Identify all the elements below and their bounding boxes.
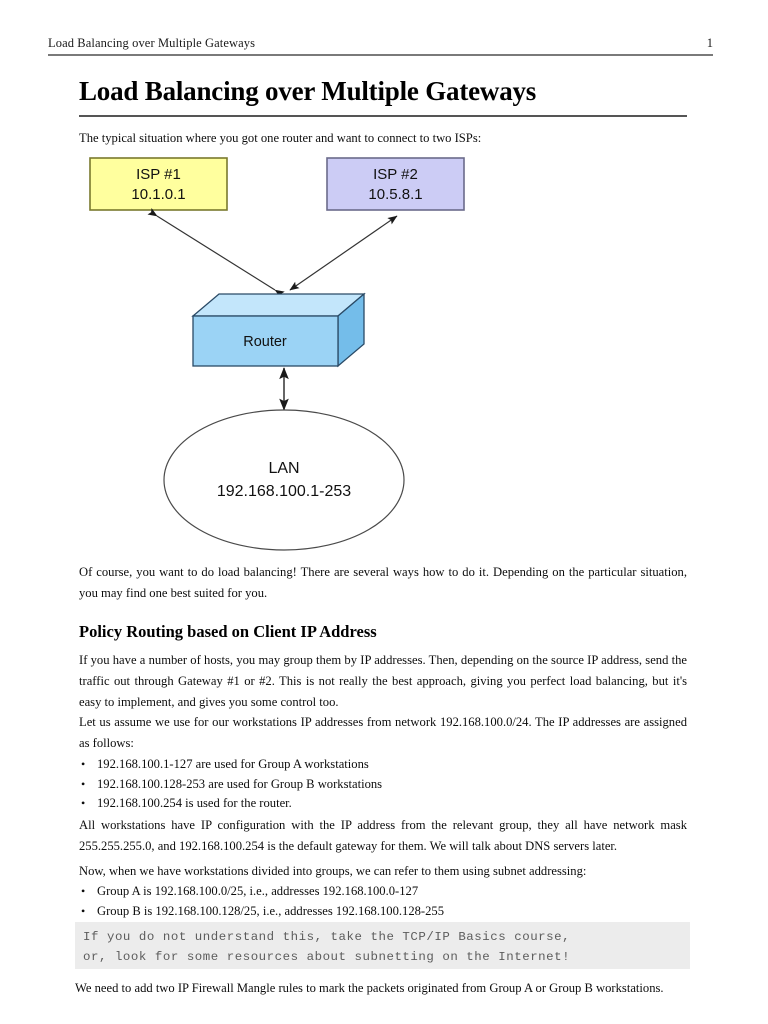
lan-node: LAN 192.168.100.1-253 [163,409,405,551]
title-divider [79,115,687,117]
address-group-item-label: 192.168.100.1-127 are used for Group A w… [97,757,369,771]
address-group-item-label: 192.168.100.128-253 are used for Group B… [97,776,383,791]
arrow-router-isp1 [147,208,285,299]
svg-text:LAN: LAN [268,460,299,477]
isp2-node: ISP #2 10.5.8.1 [326,157,465,211]
bullet-dot-icon: • [81,884,86,898]
svg-text:ISP #2: ISP #2 [373,166,418,183]
paragraph-of-course: Of course, you want to do load balancing… [79,565,687,600]
note-code-line-2: or, look for some resources about subnet… [83,950,571,964]
paragraph-all-workstations: All workstations have IP configuration w… [79,818,687,853]
isp1-node: ISP #1 10.1.0.1 [89,157,228,211]
paragraph-let-us-assume: Let us assume we use for our workstation… [79,715,687,750]
network-diagram: ISP #1 10.1.0.1 ISP #2 10.5.8.1 [75,148,495,556]
router-node: Router [191,292,366,368]
svg-text:Router: Router [243,334,287,350]
paragraph-now-when-we-have: Now, when we have workstations divided i… [79,864,587,878]
svg-text:10.1.0.1: 10.1.0.1 [131,186,185,203]
note-code-line-1: If you do not understand this, take the … [83,930,571,944]
bullet-list-address-groups: • 192.168.100.1-127 are used for Group A … [79,755,687,814]
svg-text:ISP #1: ISP #1 [136,166,181,183]
bullet-list-subnets: • Group A is 192.168.100.0/25, i.e., addr… [79,882,687,921]
paragraph-we-need-to-add: We need to add two IP Firewall Mangle ru… [75,981,664,995]
arrow-router-isp2 [289,215,398,291]
bullet-dot-icon: • [81,903,86,918]
bullet-dot-icon: • [81,776,86,791]
subnet-item: • Group A is 192.168.100.0/25, i.e., addr… [79,882,687,902]
bullet-dot-icon: • [81,796,86,810]
subnet-item-label: Group A is 192.168.100.0/25, i.e., addre… [97,884,419,898]
section-heading-policy-routing: Policy Routing based on Client IP Addres… [79,622,377,641]
address-group-item: • 192.168.100.128-253 are used for Group … [79,775,687,795]
bullet-dot-icon: • [81,757,86,771]
subnet-item: • Group B is 192.168.100.128/25, i.e., ad… [79,902,687,922]
subnet-item-label: Group B is 192.168.100.128/25, i.e., add… [97,903,445,918]
header-divider [48,54,713,56]
svg-text:10.5.8.1: 10.5.8.1 [368,186,422,203]
paragraph-if-you-have-hosts: If you have a number of hosts, you may g… [79,653,687,709]
address-group-item: • 192.168.100.254 is used for the router. [79,794,687,814]
running-header: Load Balancing over Multiple Gateways 1 [48,36,713,58]
address-group-item-label: 192.168.100.254 is used for the router. [97,796,292,810]
svg-text:192.168.100.1-253: 192.168.100.1-253 [217,483,351,500]
page-title: Load Balancing over Multiple Gateways [79,76,537,106]
address-group-item: • 192.168.100.1-127 are used for Group A … [79,755,687,775]
page-number: 1 [706,36,713,50]
running-header-title: Load Balancing over Multiple Gateways [48,36,256,50]
intro-paragraph: The typical situation where you got one … [79,131,482,145]
note-code-block: If you do not understand this, take the … [75,922,690,969]
